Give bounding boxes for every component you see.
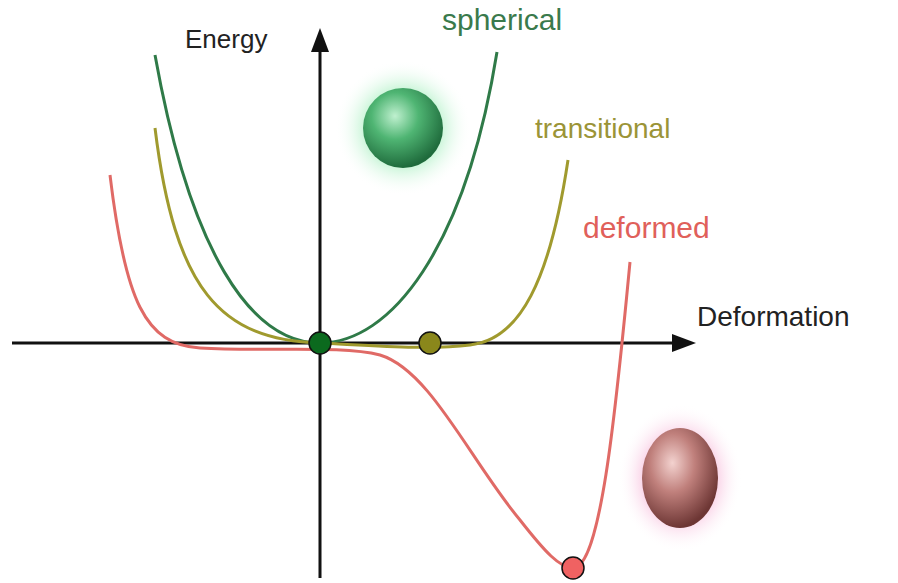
curve-label: deformed xyxy=(583,210,710,246)
spherical-nucleus xyxy=(363,88,443,168)
transitional-curve xyxy=(155,128,568,347)
spherical-curve xyxy=(155,52,497,343)
axis-title: Energy xyxy=(185,24,267,55)
ellipsoid-glow xyxy=(618,404,742,552)
transitional-minimum xyxy=(419,332,441,354)
curve-label: spherical xyxy=(442,2,562,38)
y-axis xyxy=(319,44,322,578)
spherical-minimum xyxy=(309,332,331,354)
deformed-minimum xyxy=(562,557,584,579)
sphere-glow xyxy=(335,60,471,196)
deformed-curve xyxy=(110,175,630,568)
deformed-nucleus xyxy=(642,428,718,528)
x-axis-arrowhead xyxy=(672,334,696,352)
axis-title: Deformation xyxy=(697,300,850,334)
y-axis-arrowhead xyxy=(311,28,329,52)
curve-label: transitional xyxy=(535,112,670,146)
